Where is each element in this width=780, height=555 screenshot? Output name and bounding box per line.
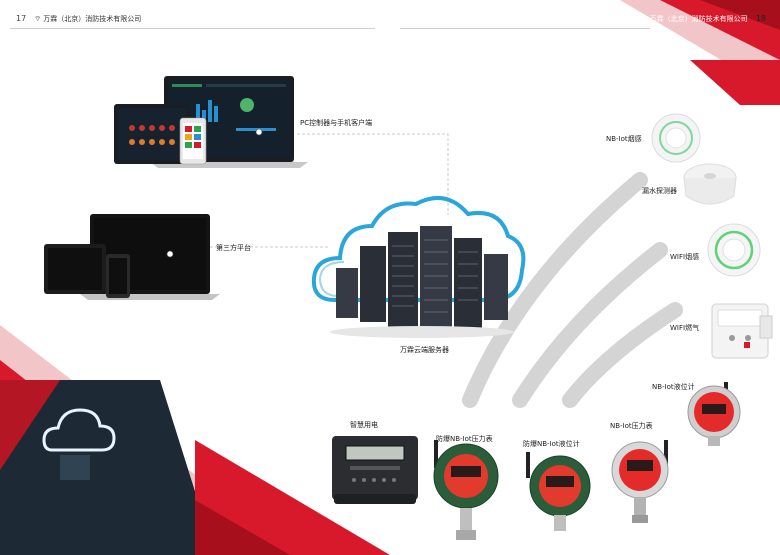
photo-hand bbox=[60, 455, 90, 480]
label-wifi-smoke: WIFI烟感 bbox=[670, 253, 700, 261]
smart-power-meter bbox=[332, 436, 418, 504]
cloud-icon bbox=[42, 408, 116, 452]
company-name-right: 万霖（北京）消防技术有限公司 bbox=[649, 15, 748, 23]
page-number-right: 18 bbox=[755, 14, 766, 23]
top-right-triangle-dark bbox=[700, 0, 780, 30]
ex-level-gauge bbox=[526, 452, 591, 531]
header-left: 17 ⌔ 万霖（北京）消防技术有限公司 bbox=[10, 14, 141, 24]
top-right-band bbox=[690, 60, 780, 105]
label-cloud-server: 万霖云端服务器 bbox=[400, 346, 449, 354]
tablet-small bbox=[114, 104, 190, 164]
connector-lines bbox=[210, 133, 449, 248]
wifi-logo-icon: ⌔ bbox=[34, 15, 42, 23]
pc-node-dot bbox=[255, 128, 263, 136]
label-wifi-gas: WIFI燃气 bbox=[670, 324, 700, 332]
laptop-third-party bbox=[44, 214, 220, 300]
cloud-photo-panel bbox=[0, 380, 215, 555]
bottom-middle-triangle-dark bbox=[195, 500, 290, 555]
company-name-left: 万霖（北京）消防技术有限公司 bbox=[43, 15, 142, 23]
nb-smoke-detector bbox=[651, 113, 701, 163]
label-ex-pressure: 防爆NB-Iot压力表 bbox=[436, 435, 493, 443]
phone bbox=[179, 117, 207, 165]
label-water-leak: 漏水探测器 bbox=[642, 187, 677, 195]
cloud-server-illustration bbox=[311, 195, 526, 338]
panel-red-corner bbox=[0, 380, 60, 470]
wifi-smoke-detector bbox=[707, 223, 761, 277]
label-nb-pressure: NB-Iot压力表 bbox=[610, 422, 653, 430]
wifi-logo-icon: ⌔ bbox=[640, 15, 648, 23]
ex-pressure-gauge bbox=[433, 440, 499, 540]
header-rule-left bbox=[10, 28, 375, 29]
label-pc-client: PC控制器与手机客户端 bbox=[300, 119, 373, 127]
label-ex-level: 防爆NB-Iot液位计 bbox=[523, 440, 580, 448]
label-nb-level-right: NB-Iot液位计 bbox=[652, 383, 695, 391]
label-third-party: 第三方平台 bbox=[216, 244, 251, 252]
label-smart-power: 智慧用电 bbox=[350, 421, 378, 429]
bottom-middle-triangle bbox=[195, 440, 390, 555]
header-rule-right bbox=[400, 28, 650, 29]
water-leak-detector bbox=[683, 163, 737, 205]
nb-level-gauge-right bbox=[687, 382, 741, 446]
signal-waves bbox=[462, 172, 683, 408]
nb-pressure-gauge bbox=[611, 440, 669, 523]
header-right: ⌔ 万霖（北京）消防技术有限公司 18 bbox=[641, 14, 772, 24]
page-number-left: 17 bbox=[16, 14, 27, 23]
wifi-gas-detector bbox=[711, 303, 773, 359]
label-nb-smoke: NB-Iot烟感 bbox=[606, 135, 642, 143]
